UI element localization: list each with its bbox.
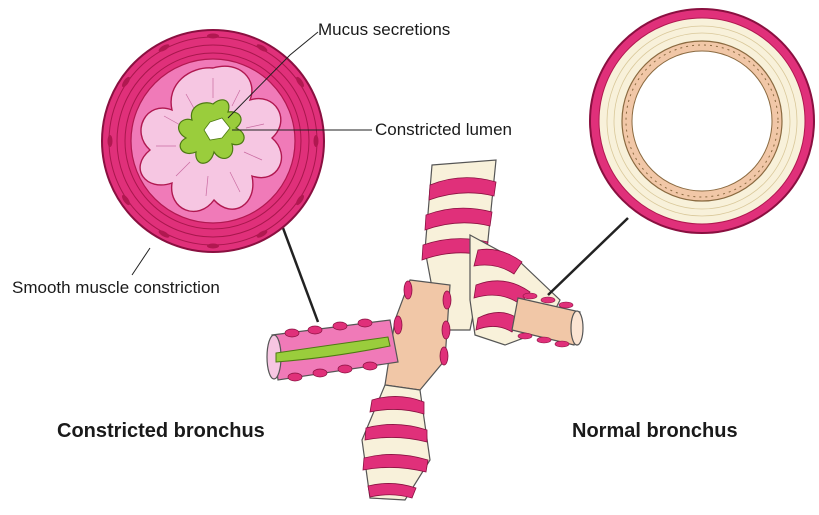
- label-mucus-secretions: Mucus secretions: [318, 20, 450, 40]
- label-constricted-lumen: Constricted lumen: [375, 120, 512, 140]
- leader-muscle: [132, 248, 150, 275]
- normal-cross-section: [590, 9, 814, 233]
- label-smooth-muscle: Smooth muscle constriction: [12, 278, 220, 298]
- bronchial-tree: [267, 160, 583, 500]
- left-branch: [385, 280, 450, 390]
- connector-normal: [548, 218, 628, 295]
- label-normal-bronchus: Normal bronchus: [572, 420, 738, 443]
- constricted-cross-section: [102, 30, 324, 252]
- label-constricted-bronchus: Constricted bronchus: [57, 420, 265, 443]
- normal-bronchus-opening: [571, 311, 583, 345]
- connector-constricted: [283, 228, 318, 322]
- normal-lumen: [632, 51, 772, 191]
